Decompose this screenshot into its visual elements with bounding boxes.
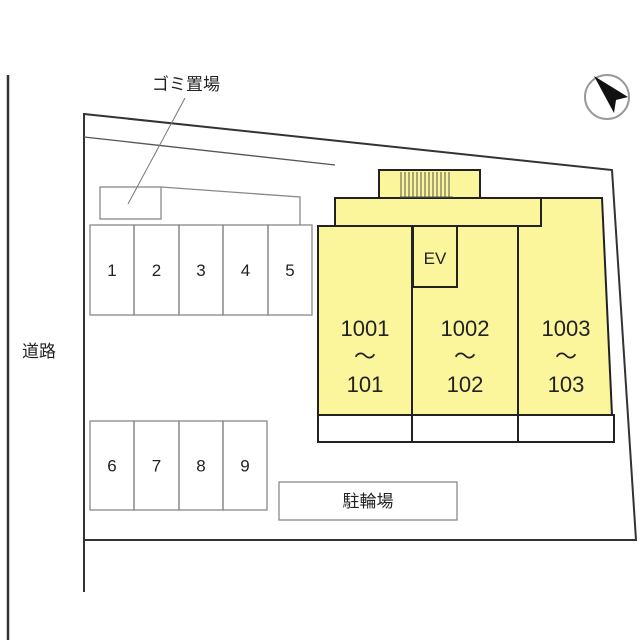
balcony-1002 [411,414,519,443]
parking-number: 4 [241,261,250,280]
north-arrow-icon [584,74,630,120]
balcony-1001 [317,414,413,443]
stairs [400,172,453,198]
parking-space [267,224,313,316]
parking-number: 5 [285,261,294,280]
parking-number: 3 [196,261,205,280]
parking-space [222,420,268,511]
parking-outline [160,186,301,225]
unit-label-bottom: 102 [447,372,484,397]
driveway-line [83,136,336,166]
parking-number: 8 [196,457,205,476]
balcony-1003 [517,414,615,443]
unit-label-sep: 〜 [555,344,577,369]
unit-label-bottom: 103 [548,372,585,397]
garbage-area [99,186,162,220]
unit-label-bottom: 101 [347,372,384,397]
unit-1001 [317,225,413,416]
unit-label-sep: 〜 [454,344,476,369]
garbage-label: ゴミ置場 [152,74,220,94]
bicycle-parking [278,481,458,521]
unit-label-top: 1001 [341,316,390,341]
corridor [334,197,542,227]
building [317,169,615,443]
parking-number: 1 [107,261,116,280]
unit-label-top: 1002 [441,316,490,341]
ev-shaft [412,225,458,288]
garbage-leader [127,97,186,205]
bicycle-label: 駐輪場 [343,492,394,511]
parking-number: 9 [240,457,249,476]
parking-number: 7 [152,457,161,476]
ev-label: EV [424,249,447,268]
unit-label-top: 1003 [542,316,591,341]
parking-number: 2 [152,261,161,280]
unit-label-sep: 〜 [354,344,376,369]
road-label: 道路 [22,342,56,361]
parking-number: 6 [107,457,116,476]
property-boundary-outline [83,113,638,541]
